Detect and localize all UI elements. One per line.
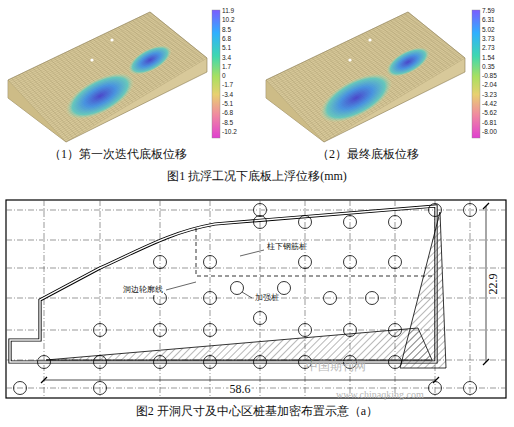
scale-value: -6.81 — [482, 119, 497, 126]
figure-caption: 图1 抗浮工况下底板上浮位移(mm) — [167, 170, 347, 183]
scale-value: 6.31 — [482, 16, 495, 23]
pile-circle — [204, 292, 217, 305]
pile-circle — [254, 312, 267, 325]
scale-value: 6.8 — [222, 35, 231, 42]
pile-circle — [299, 216, 312, 229]
watermark: 中国期刊网 — [306, 360, 366, 373]
pile-circle — [254, 216, 267, 229]
pile-circle — [204, 256, 217, 269]
color-bar — [212, 10, 220, 138]
scale-value: -0.85 — [482, 72, 497, 79]
color-bar — [472, 10, 480, 138]
pile-circle — [38, 356, 51, 369]
pile-circle — [14, 382, 27, 395]
pile-circle — [366, 292, 379, 305]
scale-value: -8.00 — [482, 128, 497, 135]
watermark: www.chinaqking.com — [336, 389, 424, 400]
scale-value: 3.4 — [222, 54, 231, 61]
outline-label: 洞边轮廓线 — [122, 286, 164, 295]
pile-circle — [94, 356, 107, 369]
hatched-wedge — [46, 328, 432, 360]
pile-circle — [154, 356, 167, 369]
scale-value: -4.42 — [482, 100, 497, 107]
scale-value: 11.9 — [222, 7, 234, 14]
scale-value: 0 — [222, 72, 226, 79]
scale-value: 5.02 — [482, 26, 495, 33]
figure-caption: 图2 开洞尺寸及中心区桩基加密布置示意（a） — [136, 405, 378, 418]
pile-circle — [324, 292, 337, 305]
sub-caption: （2）最终底板位移 — [317, 148, 419, 161]
pile-circle — [254, 204, 267, 217]
sub-caption: （1）第一次迭代底板位移 — [49, 148, 187, 161]
scale-value: 10.2 — [222, 16, 235, 23]
pile-circle — [204, 324, 217, 337]
pile-circle — [464, 204, 477, 217]
pile-circle — [344, 324, 357, 337]
scale-value: -3.4 — [222, 91, 233, 98]
pile-circle — [94, 324, 107, 337]
scale-value: -10.2 — [222, 128, 237, 135]
scale-value: 8.5 — [222, 26, 231, 33]
opening-outline — [10, 206, 436, 362]
displacement-surface — [8, 12, 207, 142]
pile-circle — [344, 216, 357, 229]
scale-value: 3.73 — [482, 35, 495, 42]
scale-value: -6.8 — [222, 109, 233, 116]
scale-value: 7.59 — [482, 7, 495, 14]
scale-value: -3.23 — [482, 91, 497, 98]
pile-circle — [389, 216, 402, 229]
drawing-frame — [6, 200, 506, 398]
pile-circle — [429, 204, 442, 217]
pile-circle — [389, 356, 402, 369]
scale-value: 1.7 — [222, 63, 231, 70]
dimension: 22.9 — [487, 273, 500, 296]
scale-value: 0.35 — [482, 63, 495, 70]
pile-circle — [429, 382, 442, 395]
pile-circle — [278, 282, 291, 295]
pile-circle — [254, 356, 267, 369]
scale-value: -2.04 — [482, 81, 497, 88]
pile-circle — [299, 324, 312, 337]
hatched-wedge — [400, 212, 446, 368]
pile-circle — [154, 324, 167, 337]
pile-circle — [389, 324, 402, 337]
pile-circle — [231, 282, 244, 295]
scale-value: 2.73 — [482, 44, 495, 51]
pile-circle — [299, 256, 312, 269]
pile-label: 加强桩 — [254, 294, 280, 303]
pile-circle — [204, 356, 217, 369]
scale-value: -5.62 — [482, 109, 497, 116]
pile-label: 柱下钢筋桩 — [266, 243, 308, 252]
pile-circle — [389, 256, 402, 269]
pile-circle — [344, 256, 357, 269]
dimension: 58.6 — [229, 383, 252, 396]
pile-circle — [154, 256, 167, 269]
displacement-surface — [266, 12, 465, 142]
scale-value: -5.1 — [222, 100, 233, 107]
scale-value: 5.1 — [222, 44, 231, 51]
scale-value: -1.7 — [222, 81, 233, 88]
scale-value: 1.54 — [482, 54, 495, 61]
scale-value: -8.5 — [222, 119, 233, 126]
pile-circle — [94, 382, 107, 395]
pile-circle — [464, 382, 477, 395]
